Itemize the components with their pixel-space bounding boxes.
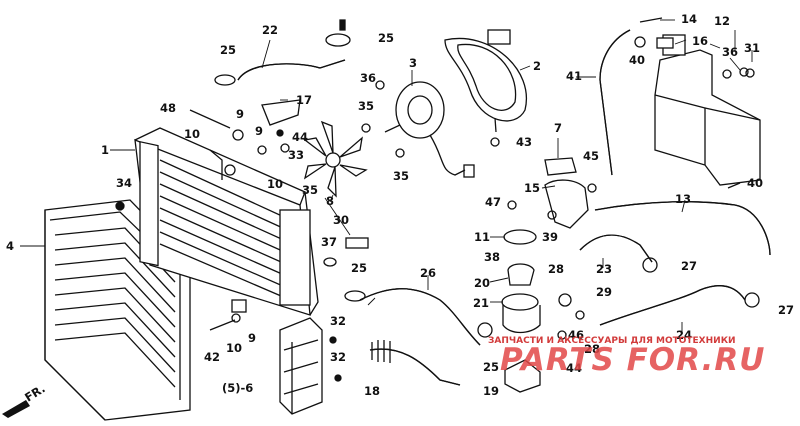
callout-label: 35 [302, 183, 318, 197]
callout-label: 36 [360, 71, 376, 85]
callout-label: 25 [220, 43, 236, 57]
callout-label: 32 [330, 314, 346, 328]
upper-hose-22 [237, 59, 346, 81]
callout-label: 42 [204, 350, 220, 364]
arrow-icon [2, 400, 30, 418]
callout-label: 4 [6, 239, 14, 253]
callout-labels: 1 2 3 4 (5)-6 7 8 9 9 9 10 10 10 11 12 1… [6, 12, 794, 398]
callout-label: 34 [116, 176, 132, 190]
hose-23 [579, 234, 653, 263]
callout-label: 10 [184, 127, 200, 141]
callout-label: 12 [714, 14, 730, 28]
callout-label: 31 [744, 41, 760, 55]
hose-26 [359, 288, 481, 346]
watermark-caption: ЗАПЧАСТИ И АКСЕССУАРЫ ДЛЯ МОТОТЕХНИКИ [488, 336, 736, 346]
callout-label: 45 [583, 149, 599, 163]
callout-label: 40 [747, 176, 763, 190]
callout-label: 22 [262, 23, 278, 37]
callout-label: 35 [358, 99, 374, 113]
callout-label: 24 [676, 328, 692, 342]
overflow-hose-41 [599, 29, 631, 176]
callout-label: 29 [596, 285, 612, 299]
callout-label: 47 [485, 195, 501, 209]
hose-18 [369, 340, 461, 386]
callout-label: 35 [393, 169, 409, 183]
callout-label: 43 [516, 135, 532, 149]
callout-label: 17 [296, 93, 312, 107]
lower-cover [279, 317, 323, 415]
hose-13 [594, 201, 771, 256]
callout-label: 44 [292, 130, 308, 144]
callout-label: 40 [629, 53, 645, 67]
callout-label: 48 [160, 101, 176, 115]
callout-label: 46 [568, 328, 584, 342]
callout-label: 15 [524, 181, 540, 195]
callout-label: 27 [681, 259, 697, 273]
callout-label: 36 [722, 45, 738, 59]
callout-label: 10 [267, 177, 283, 191]
callout-label: 39 [542, 230, 558, 244]
callout-label: 16 [692, 34, 708, 48]
cooling-fan [303, 120, 368, 198]
callout-label: 10 [226, 341, 242, 355]
callout-label: 32 [330, 350, 346, 364]
callout-label: 9 [236, 107, 244, 121]
callout-label: 20 [474, 276, 490, 290]
leader-lines [20, 19, 753, 332]
callout-label: 2 [533, 59, 541, 73]
callout-label: 11 [474, 230, 490, 244]
reserve-tank [654, 34, 761, 186]
callout-label: 37 [321, 235, 337, 249]
callout-label: 33 [288, 148, 304, 162]
callout-label: 9 [255, 124, 263, 138]
callout-label: 28 [584, 342, 600, 356]
callout-label: 23 [596, 262, 612, 276]
callout-label: 27 [778, 303, 794, 317]
hardware [115, 17, 760, 382]
watermark-logo: PARTS FOR.RU [500, 342, 765, 378]
callout-label: 25 [483, 360, 499, 374]
radiator-core [134, 127, 319, 316]
fan-motor [384, 81, 475, 178]
callout-label: 7 [554, 121, 562, 135]
callout-label: 26 [420, 266, 436, 280]
callout-label: 25 [378, 31, 394, 45]
fan-shroud [444, 29, 528, 133]
callout-label: 25 [351, 261, 367, 275]
callout-label: 44 [566, 361, 582, 375]
hose-24 [599, 285, 746, 326]
callout-label: 9 [248, 331, 256, 345]
callout-label: 18 [364, 384, 380, 398]
callout-label: 28 [548, 262, 564, 276]
callout-label: 14 [681, 12, 697, 26]
watermark: ЗАПЧАСТИ И АКСЕССУАРЫ ДЛЯ МОТОТЕХНИКИ PA… [488, 336, 765, 378]
callout-label: 8 [326, 194, 334, 208]
callout-label: 19 [483, 384, 499, 398]
front-direction-arrow: FR. [2, 381, 48, 418]
callout-label: 30 [333, 213, 349, 227]
callout-label: 3 [409, 56, 417, 70]
callout-label: 1 [101, 143, 109, 157]
callout-label: 21 [473, 296, 489, 310]
callout-label: 41 [566, 69, 582, 83]
callout-label: (5)-6 [222, 381, 253, 395]
callout-label: 38 [484, 250, 500, 264]
callout-label: 13 [675, 192, 691, 206]
